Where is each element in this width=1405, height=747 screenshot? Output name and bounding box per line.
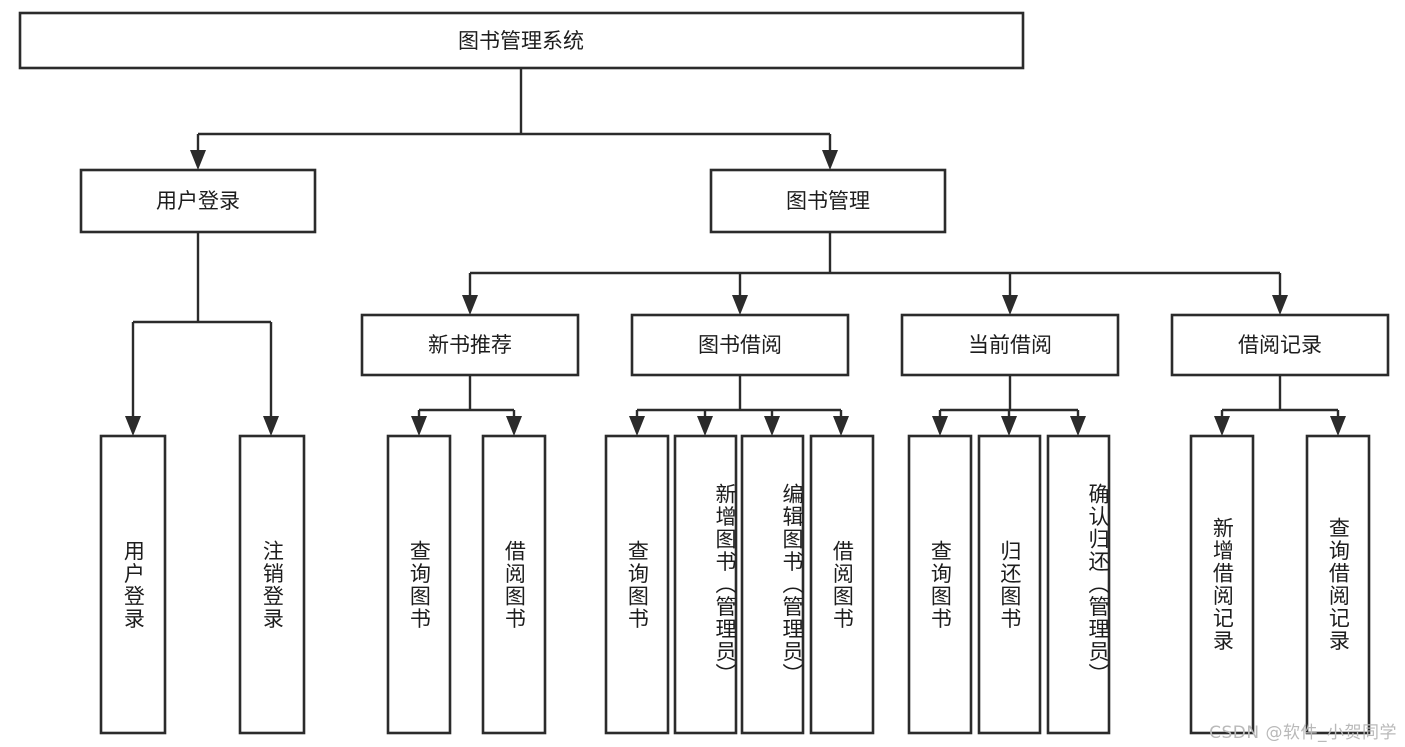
arrow-head-records <box>1272 295 1288 315</box>
label-root: 图书管理系统 <box>458 29 584 53</box>
arrow-head-borrow-edit <box>764 416 780 436</box>
label-book-borrow: 图书借阅 <box>698 333 782 357</box>
arrow-head-records-query <box>1330 416 1346 436</box>
node-book-borrow[interactable] <box>630 313 850 377</box>
arrow-head-to-bookmgmt <box>822 150 838 170</box>
arrow-head-records-add <box>1214 416 1230 436</box>
node-leaf-current-confirm[interactable] <box>1046 434 1111 735</box>
node-leaf-newbook-query[interactable] <box>386 434 452 735</box>
arrow-head-borrow <box>732 295 748 315</box>
connector-group <box>125 68 1346 436</box>
node-new-book-recommend[interactable] <box>360 313 580 377</box>
node-leaf-user-login[interactable] <box>99 434 167 735</box>
arrow-head-newbook <box>462 295 478 315</box>
node-leaf-borrow-query[interactable] <box>604 434 670 735</box>
node-user-login[interactable] <box>79 168 317 234</box>
label-borrow-records: 借阅记录 <box>1238 333 1322 357</box>
node-book-management[interactable] <box>709 168 947 234</box>
node-box-group <box>18 11 1390 735</box>
arrow-head-current-query <box>932 416 948 436</box>
node-leaf-records-query[interactable] <box>1305 434 1371 735</box>
arrow-head-logout <box>263 416 279 436</box>
arrow-head-current-return <box>1001 416 1017 436</box>
node-label-group: 图书管理系统 用户登录 图书管理 新书推荐 图书借阅 当前借阅 借阅记录 <box>156 29 1322 357</box>
arrow-head-to-login <box>190 150 206 170</box>
arrow-head-newbook-borrow <box>506 416 522 436</box>
arrow-head-current-confirm <box>1070 416 1086 436</box>
label-book-management: 图书管理 <box>786 189 870 213</box>
arrow-head-current <box>1002 295 1018 315</box>
node-leaf-borrow-edit[interactable] <box>740 434 805 735</box>
label-user-login: 用户登录 <box>156 189 240 213</box>
watermark-text: CSDN @软件_小贺同学 <box>1209 723 1397 743</box>
arrow-head-newbook-query <box>411 416 427 436</box>
node-leaf-logout[interactable] <box>238 434 306 735</box>
node-current-borrow[interactable] <box>900 313 1120 377</box>
node-leaf-records-add[interactable] <box>1189 434 1255 735</box>
node-leaf-borrow-lend[interactable] <box>809 434 875 735</box>
node-borrow-records[interactable] <box>1170 313 1390 377</box>
arrow-head-borrow-add <box>697 416 713 436</box>
node-root[interactable] <box>18 11 1025 70</box>
arrow-head-user-login <box>125 416 141 436</box>
node-leaf-current-return[interactable] <box>977 434 1042 735</box>
label-new-book-recommend: 新书推荐 <box>428 333 512 357</box>
arrow-head-borrow-query <box>629 416 645 436</box>
arrow-head-borrow-lend <box>833 416 849 436</box>
node-leaf-current-query[interactable] <box>907 434 973 735</box>
label-current-borrow: 当前借阅 <box>968 333 1052 357</box>
node-leaf-borrow-add[interactable] <box>673 434 738 735</box>
node-leaf-newbook-borrow[interactable] <box>481 434 547 735</box>
